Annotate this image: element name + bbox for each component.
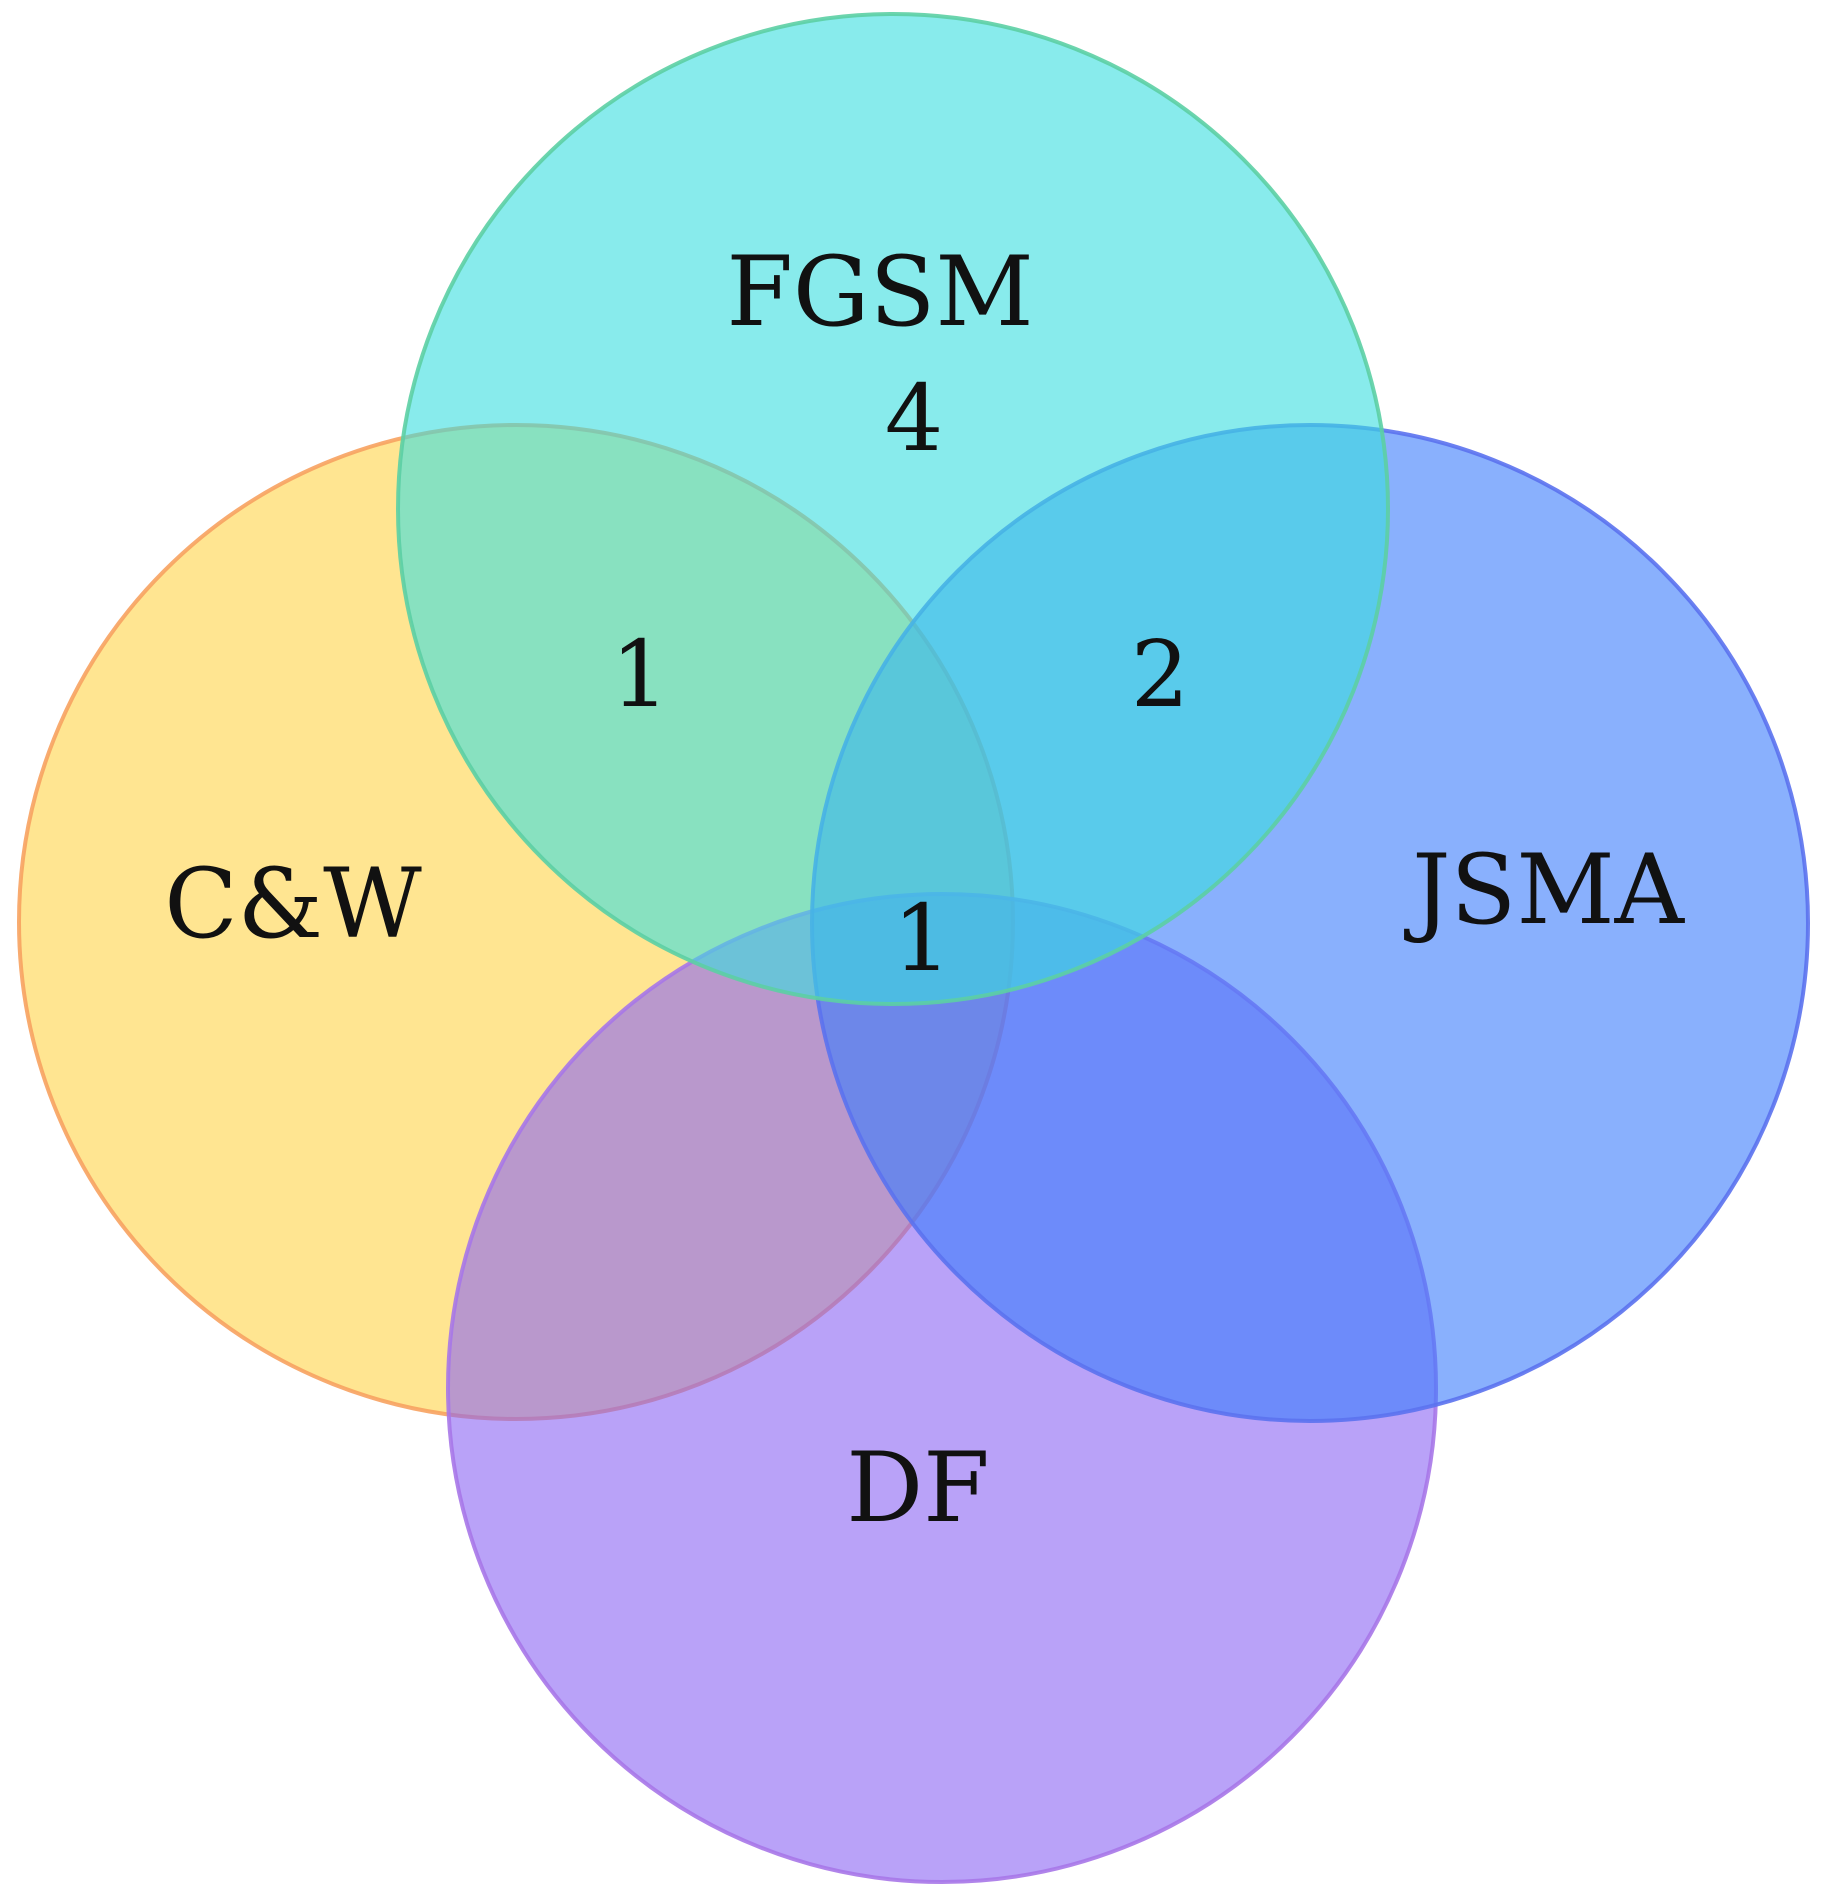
set-label-cw: C&W xyxy=(164,848,422,960)
set-label-jsma: JSMA xyxy=(1403,834,1686,946)
set-circle-fgsm xyxy=(396,12,1390,1006)
set-label-fgsm: FGSM xyxy=(726,236,1033,348)
venn-circles xyxy=(17,12,1810,1884)
region-count-fgsm-only: 4 xyxy=(885,365,944,472)
venn-labels: FGSM C&W JSMA DF 4 1 2 1 xyxy=(164,236,1685,1544)
region-count-cw-fgsm: 1 xyxy=(611,621,670,728)
region-count-fgsm-jsma: 2 xyxy=(1131,621,1190,728)
set-label-df: DF xyxy=(846,1432,990,1544)
region-count-all: 1 xyxy=(893,885,952,992)
